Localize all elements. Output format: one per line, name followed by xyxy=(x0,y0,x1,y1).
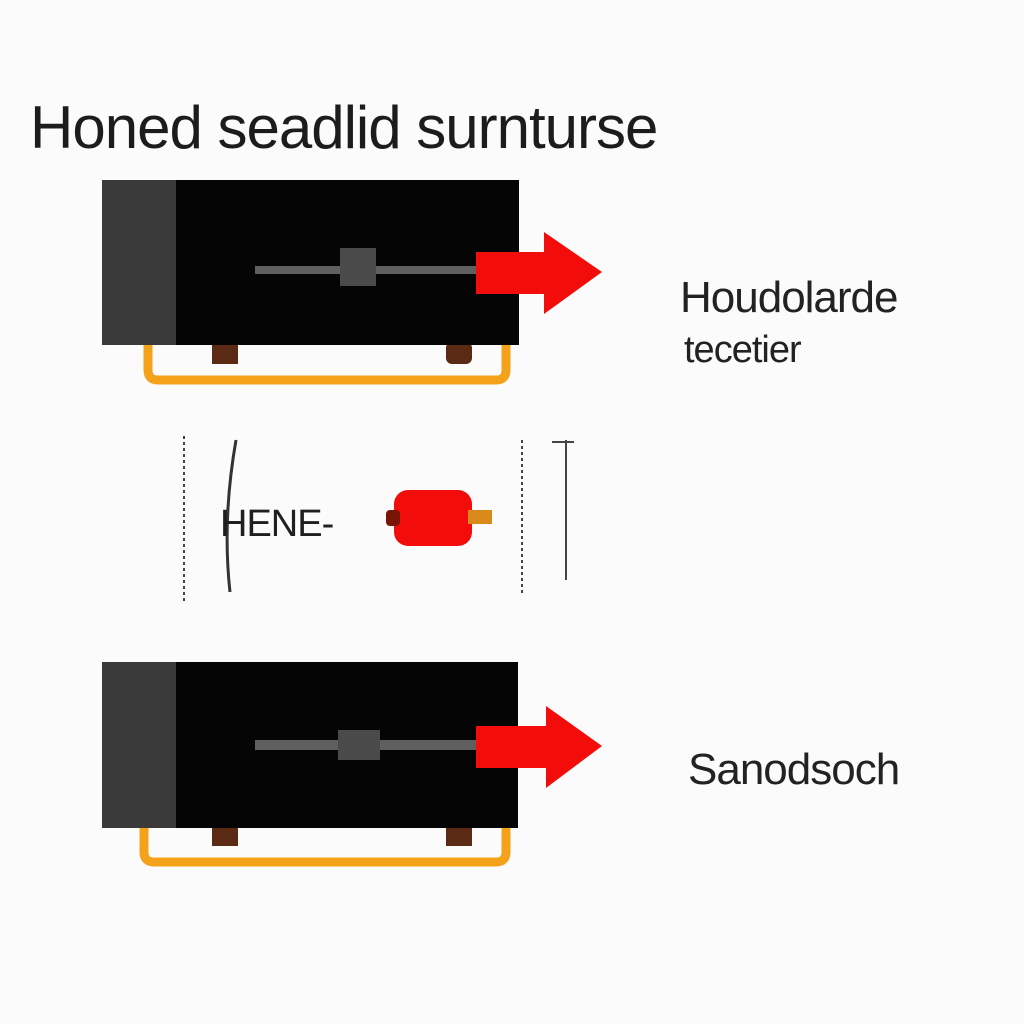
bottom-foot-left xyxy=(212,826,238,846)
middle-section: HENE- xyxy=(183,436,574,604)
top-shaft-block xyxy=(340,248,376,286)
middle-label: HENE- xyxy=(220,503,333,545)
diagram-title: Honed seadlid surnturse xyxy=(30,94,657,161)
top-unit xyxy=(102,180,602,385)
arrow-right-icon xyxy=(476,232,602,314)
plug-icon xyxy=(386,490,492,546)
bottom-base-frame xyxy=(139,823,511,867)
bottom-unit xyxy=(102,662,602,867)
middle-bracket xyxy=(225,439,238,593)
plug-pin xyxy=(468,510,492,524)
bottom-label: Sanodsoch xyxy=(688,745,899,794)
plug-body xyxy=(394,490,472,546)
bottom-shaft-block xyxy=(338,730,380,760)
top-box-side xyxy=(102,180,178,345)
top-foot-right xyxy=(446,342,472,364)
top-foot-left xyxy=(212,342,238,364)
arrow-right-icon xyxy=(476,706,602,788)
top-base-frame xyxy=(143,340,511,385)
plug-nub xyxy=(386,510,400,526)
top-label-line2: tecetier xyxy=(684,329,802,371)
top-label-line1: Houdolarde xyxy=(680,273,898,322)
bottom-box-side xyxy=(102,662,178,828)
bottom-foot-right xyxy=(446,826,472,846)
